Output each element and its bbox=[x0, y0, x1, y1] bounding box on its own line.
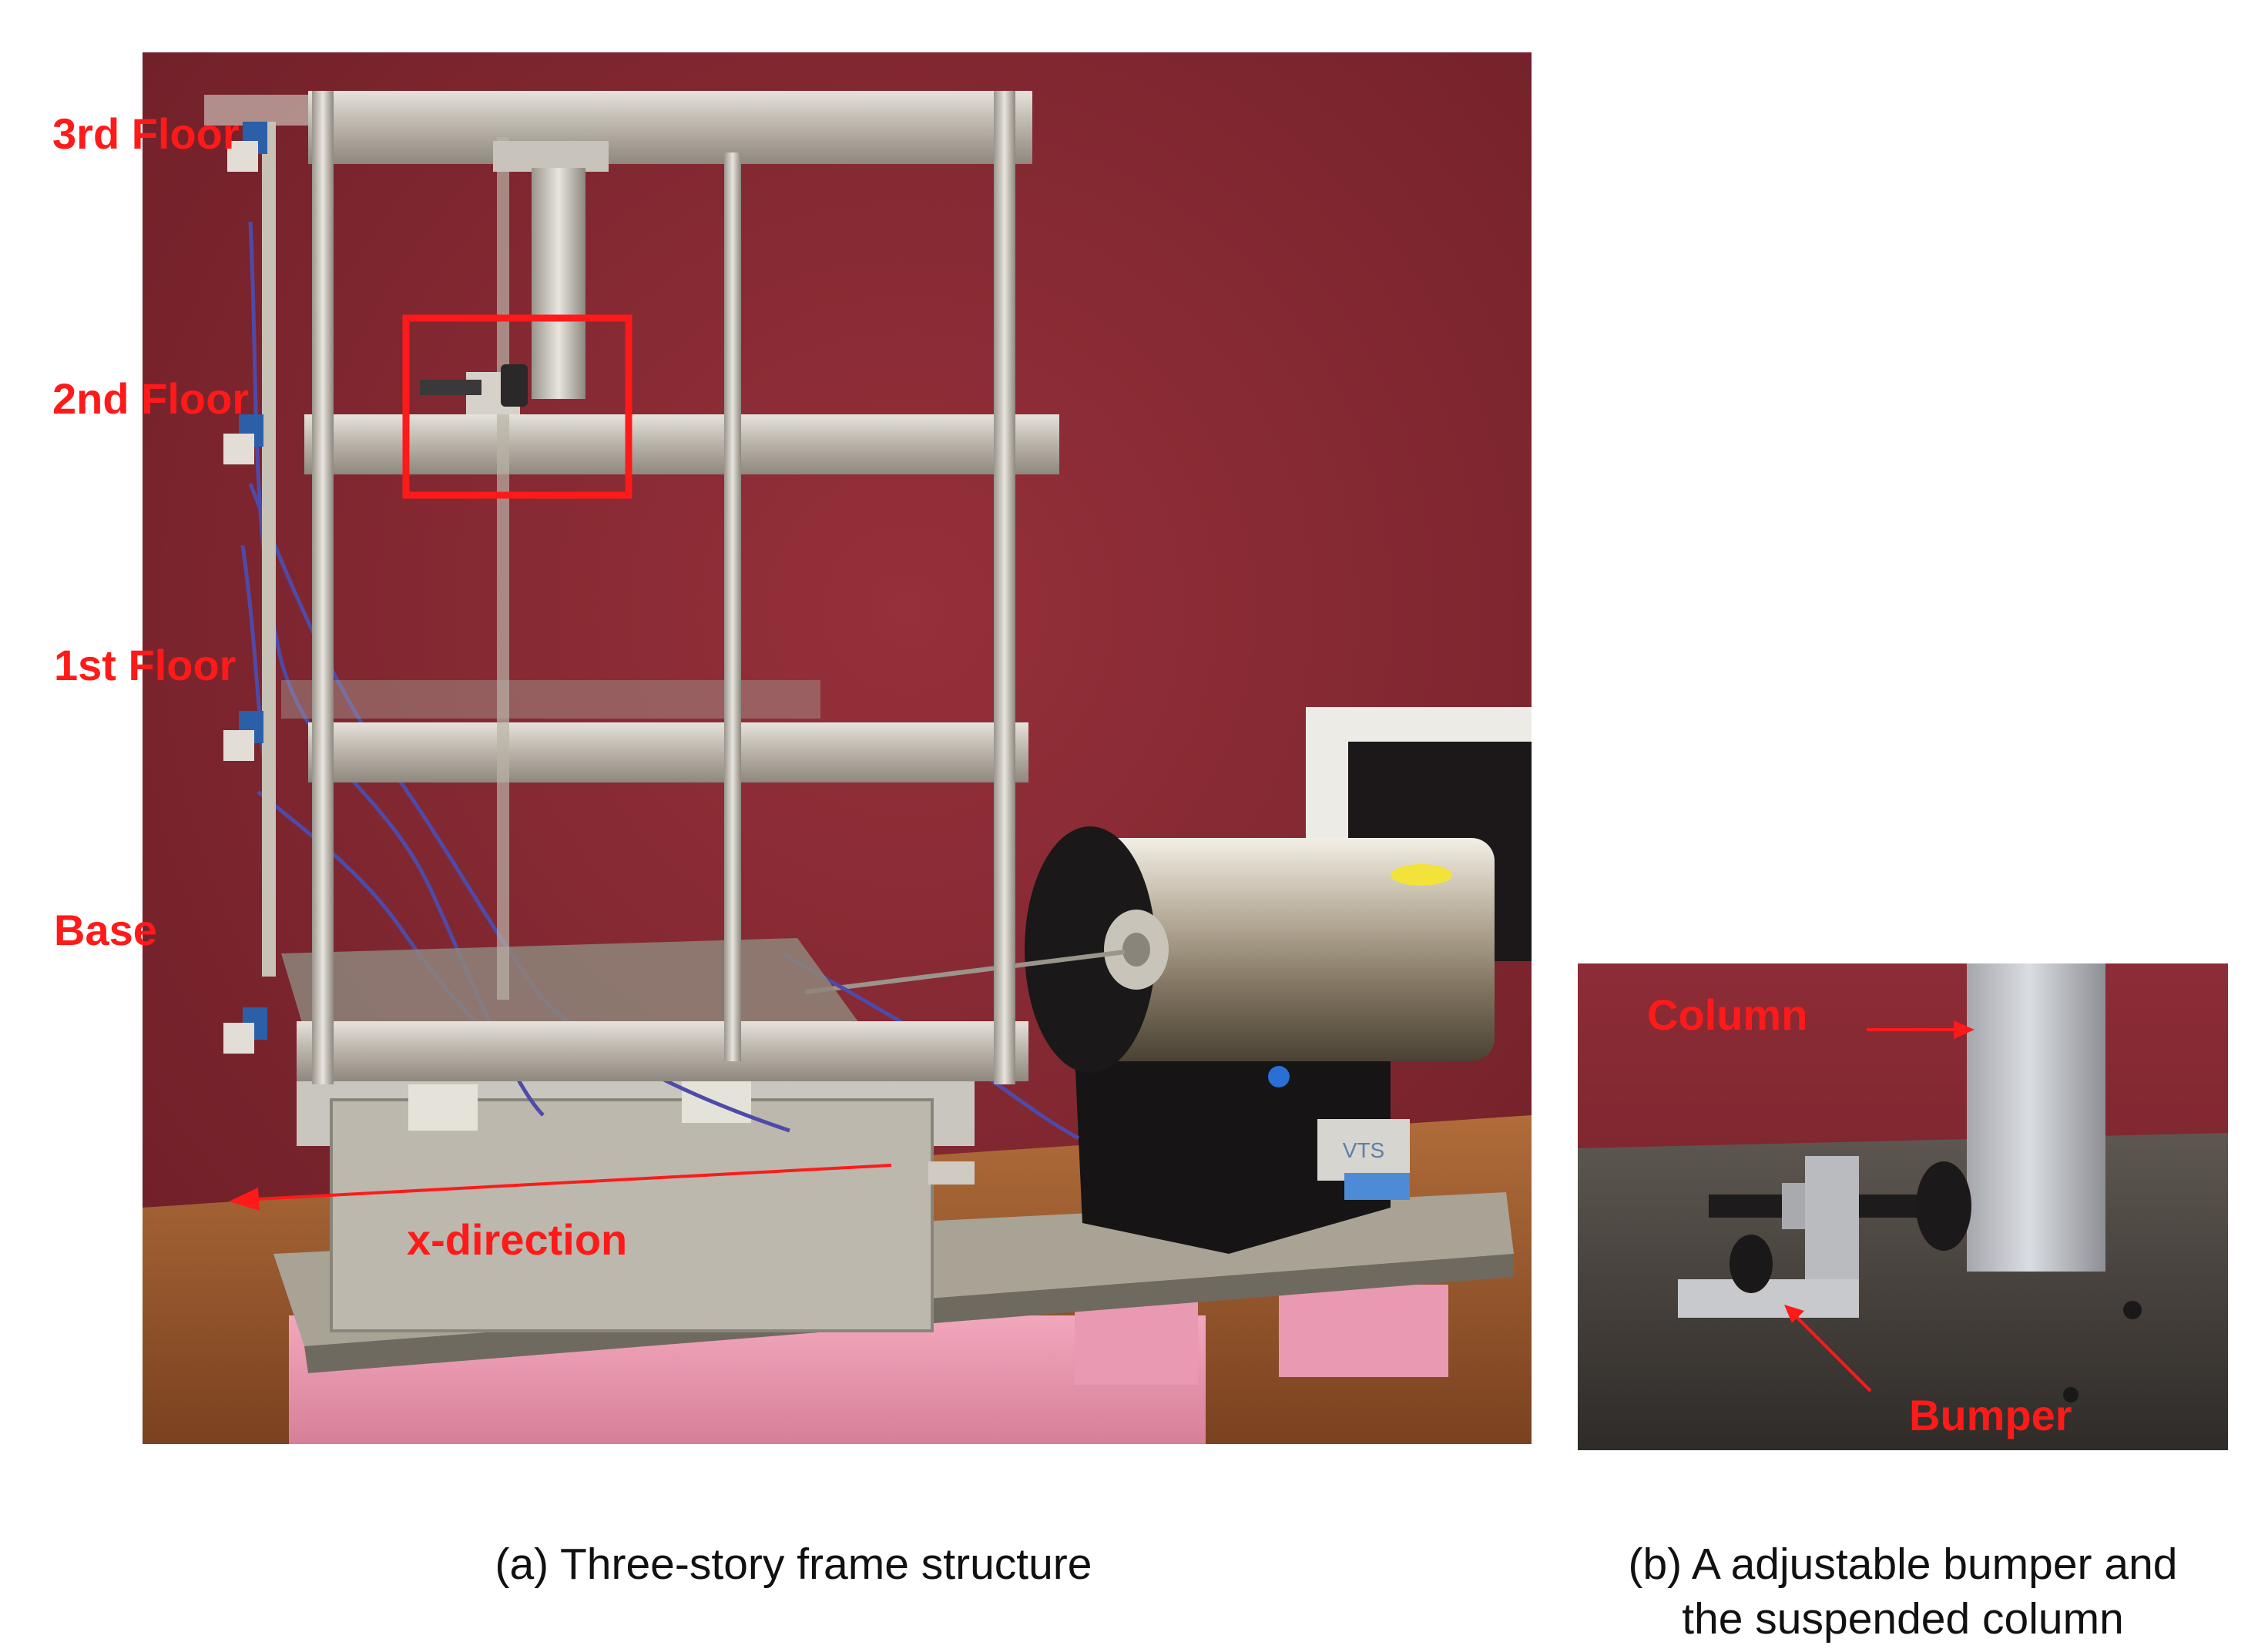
label-1st-floor: 1st Floor bbox=[54, 641, 237, 689]
label-column: Column bbox=[1647, 990, 1808, 1039]
photo-bumper-closeup bbox=[1578, 963, 2228, 1450]
bumper-photo-illustration bbox=[1578, 963, 2228, 1450]
label-3rd-floor: 3rd Floor bbox=[52, 109, 240, 158]
label-base: Base bbox=[54, 906, 157, 954]
shaker-brand-text: VTS bbox=[1343, 1138, 1384, 1162]
caption-bumper-column: (b) A adjustable bumper and the suspende… bbox=[1628, 1540, 2178, 1644]
caption-frame-structure: (a) Three-story frame structure bbox=[495, 1540, 1092, 1589]
photo-three-story-frame: VTS bbox=[143, 52, 1532, 1444]
label-x-direction: x-direction bbox=[407, 1215, 628, 1264]
frame-photo-illustration: VTS bbox=[143, 52, 1532, 1444]
label-bumper: Bumper bbox=[1909, 1391, 2072, 1439]
bumper-highlight-box bbox=[402, 314, 632, 499]
bumper-arrow bbox=[1792, 1312, 1872, 1392]
label-2nd-floor: 2nd Floor bbox=[52, 374, 250, 423]
x-direction-arrow bbox=[242, 1164, 892, 1201]
